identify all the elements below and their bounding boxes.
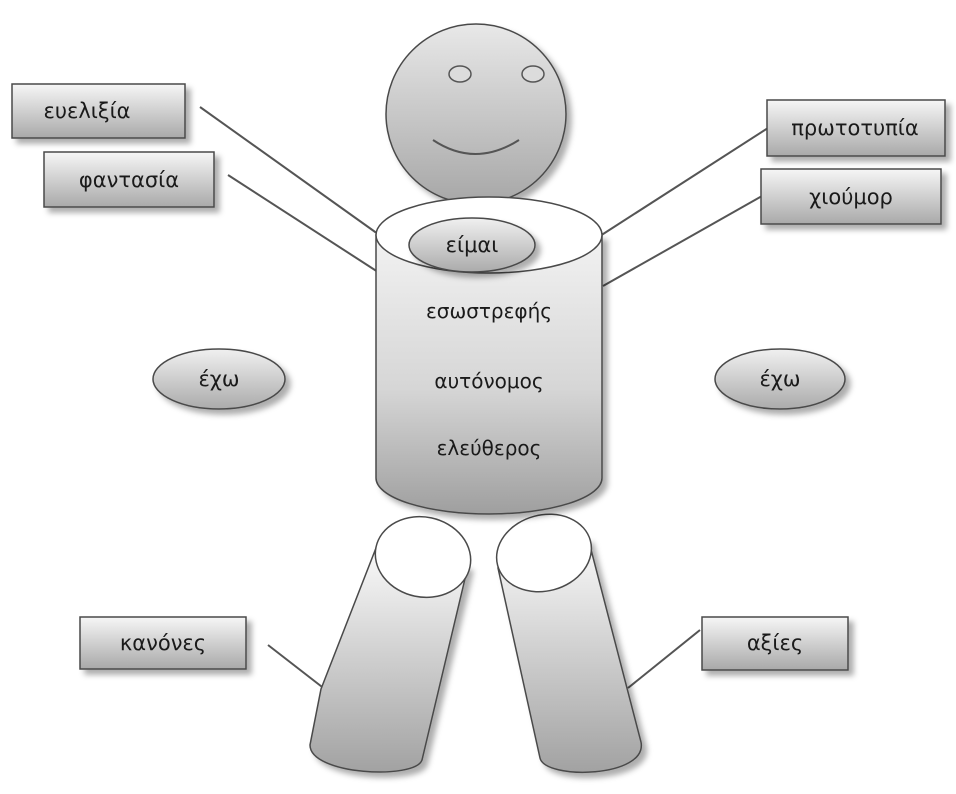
box-imagination-label: φαντασία xyxy=(79,168,179,192)
left-eye xyxy=(448,65,472,83)
box-flexibility: ευελιξία xyxy=(11,83,186,139)
body-word-introvert: εσωστρεφής xyxy=(426,299,552,323)
box-values: αξίες xyxy=(701,616,849,671)
body-word-free: ελεύθερος xyxy=(437,436,542,460)
box-originality: πρωτοτυπία xyxy=(766,99,946,157)
oval-i-am-label: είμαι xyxy=(446,233,499,257)
head xyxy=(385,23,567,205)
connector-imagination xyxy=(227,174,379,273)
smile xyxy=(432,139,520,155)
connector-values xyxy=(627,629,701,689)
connector-humor xyxy=(602,195,763,287)
left-leg xyxy=(309,515,472,773)
connector-originality xyxy=(599,127,769,237)
connector-rules xyxy=(267,644,327,691)
body-words: εσωστρεφής αυτόνομος ελεύθερος xyxy=(426,299,552,460)
box-values-label: αξίες xyxy=(747,631,803,655)
box-rules: κανόνες xyxy=(79,616,247,670)
box-humor-label: χιούμορ xyxy=(809,185,893,209)
right-leg xyxy=(495,513,642,773)
right-eye xyxy=(521,65,545,83)
box-flexibility-label: ευελιξία xyxy=(43,99,130,123)
connector-lines xyxy=(199,106,769,691)
oval-have-left: έχω xyxy=(152,348,286,410)
box-humor: χιούμορ xyxy=(760,168,942,225)
oval-have-right: έχω xyxy=(714,348,846,410)
connector-flexibility xyxy=(199,106,379,235)
oval-have-left-label: έχω xyxy=(198,367,239,391)
box-rules-label: κανόνες xyxy=(120,631,206,655)
oval-have-right-label: έχω xyxy=(759,367,800,391)
body-word-autonomous: αυτόνομος xyxy=(434,369,543,393)
box-imagination: φαντασία xyxy=(43,151,215,208)
oval-i-am: είμαι xyxy=(408,217,536,273)
box-originality-label: πρωτοτυπία xyxy=(791,116,918,140)
